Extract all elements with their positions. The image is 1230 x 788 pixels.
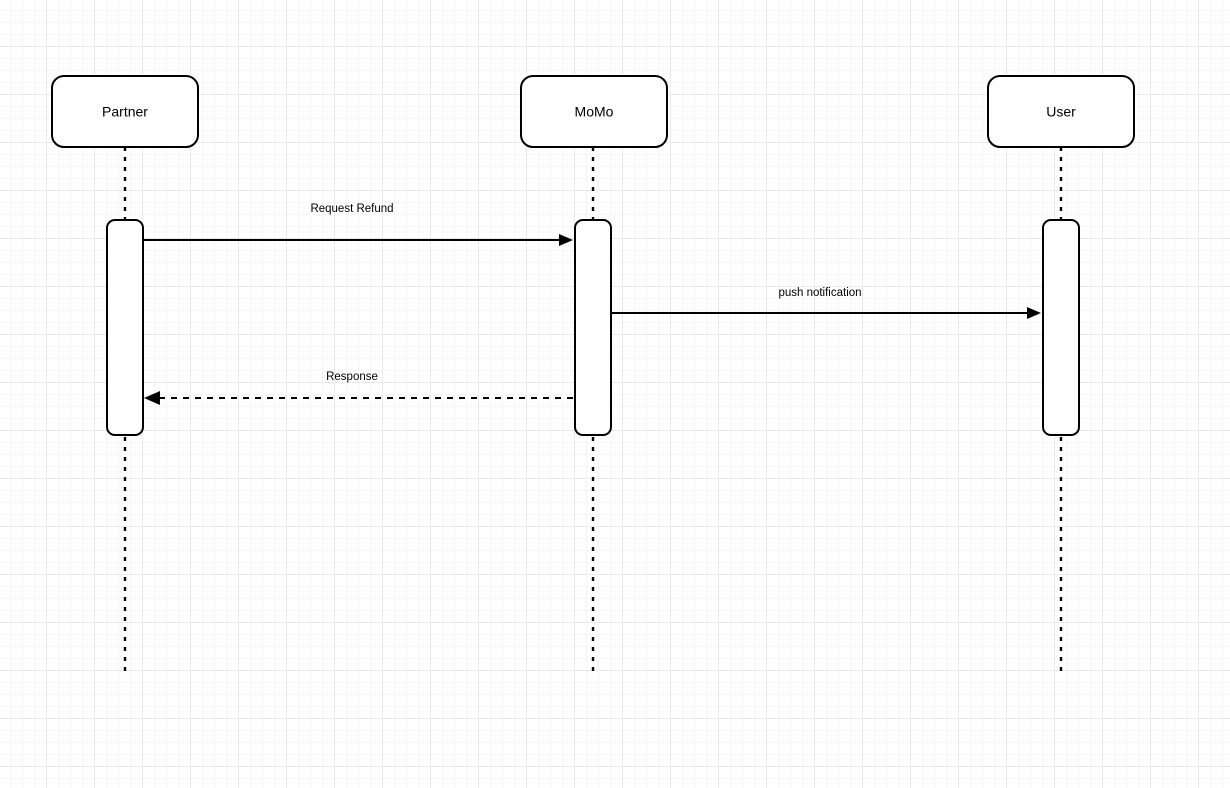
message-push-notification[interactable]: push notification [611, 287, 1041, 319]
arrowhead-right-push-notification [1027, 307, 1041, 319]
arrowhead-left-response [144, 391, 160, 405]
message-label-response: Response [326, 371, 378, 383]
participant-headers: Partner MoMo User [51, 75, 1135, 148]
activation-bar-partner[interactable] [106, 219, 144, 436]
participant-label-user: User [1046, 104, 1076, 120]
participant-box-partner[interactable] [51, 75, 199, 148]
participant-label-partner: Partner [102, 104, 148, 120]
message-label-request-refund: Request Refund [310, 203, 393, 215]
message-label-push-notification: push notification [778, 287, 861, 299]
arrowhead-right-request-refund [559, 234, 573, 246]
participant-user[interactable]: User [987, 75, 1135, 148]
messages: Request Refund push notification Respons… [143, 203, 1041, 405]
participant-momo[interactable]: MoMo [520, 75, 668, 148]
participant-label-momo: MoMo [575, 104, 614, 120]
activation-bar-user[interactable] [1042, 219, 1080, 436]
activation-bars [106, 219, 1080, 436]
message-request-refund[interactable]: Request Refund [143, 203, 573, 246]
participant-partner[interactable]: Partner [51, 75, 199, 148]
participant-box-momo[interactable] [520, 75, 668, 148]
activation-bar-momo[interactable] [574, 219, 612, 436]
participant-box-user[interactable] [987, 75, 1135, 148]
lifelines [123, 147, 1063, 676]
message-response[interactable]: Response [144, 371, 573, 405]
